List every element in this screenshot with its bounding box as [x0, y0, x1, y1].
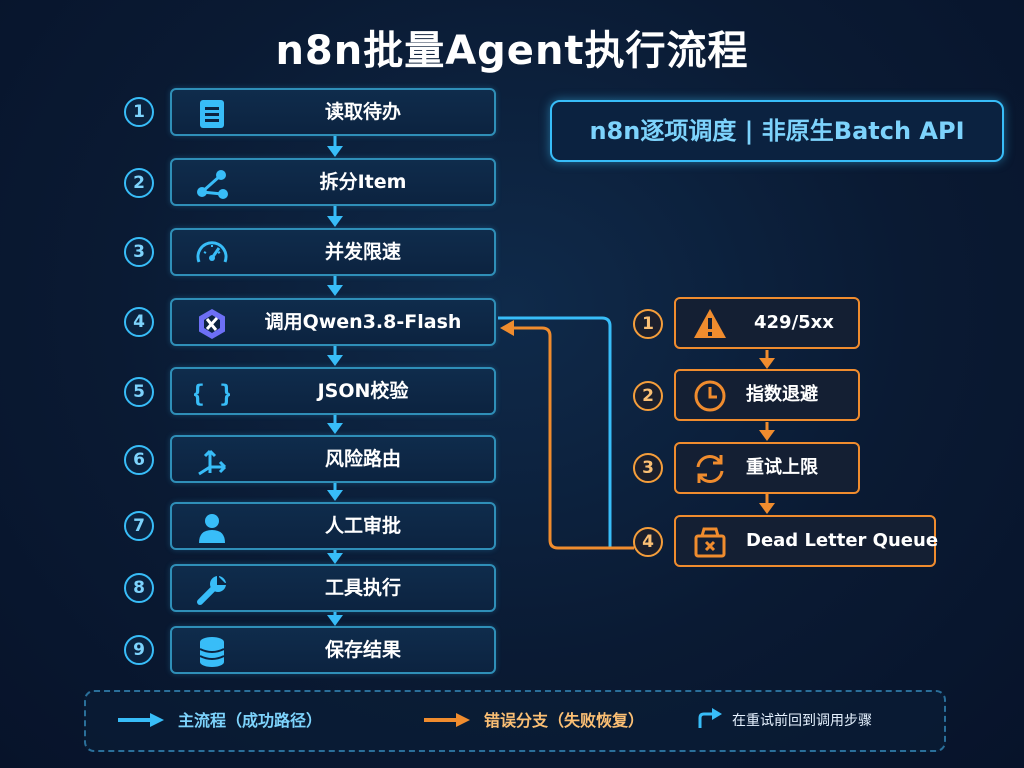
document-icon: [194, 96, 230, 132]
step-number: 1: [124, 97, 154, 127]
error-branch-line-orange: [512, 326, 634, 550]
split-icon: [194, 166, 230, 202]
legend-return-label: 在重试前回到调用步骤: [732, 713, 872, 729]
legend: 主流程（成功路径） 错误分支（失败恢复） 在重试前回到调用步骤: [84, 690, 946, 752]
retry-icon: [692, 451, 728, 487]
flow-step-label: 调用Qwen3.8-Flash: [264, 311, 462, 333]
error-step-dead-letter-queue[interactable]: Dead Letter Queue: [674, 515, 939, 567]
warning-icon: [692, 306, 728, 342]
step-number: 2: [124, 168, 154, 198]
error-connectors: [759, 350, 775, 514]
err-arrow-2-3: [759, 430, 775, 441]
route-icon: [194, 443, 230, 479]
error-branch-arrowhead: [500, 320, 514, 336]
step-number: 8: [124, 573, 154, 603]
error-step-number: 3: [633, 453, 663, 483]
err-arrow-1-2: [759, 358, 775, 369]
error-step-number: 1: [633, 309, 663, 339]
connector-arrow-3-4: [327, 285, 343, 296]
legend-error-label: 错误分支（失败恢复）: [484, 711, 645, 730]
page-title: n8n批量Agent执行流程: [275, 28, 749, 74]
error-step-label: 重试上限: [746, 457, 818, 478]
wrench-icon: [194, 572, 230, 608]
error-step-label: Dead Letter Queue: [746, 530, 939, 551]
connector-arrow-7-8: [327, 553, 343, 564]
connector-arrow-4-5: [327, 355, 343, 366]
flow-step-label: 拆分Item: [319, 171, 407, 193]
svg-text:{ }: { }: [194, 380, 230, 408]
badge-label: n8n逐项调度 | 非原生Batch API: [589, 117, 965, 145]
database-icon: [194, 634, 230, 670]
flow-step-split-item[interactable]: 拆分Item: [170, 158, 496, 206]
legend-main-arrow-icon: [118, 713, 164, 727]
connector-arrow-6-7: [327, 490, 343, 501]
error-step-label: 指数退避: [746, 384, 818, 405]
flow-step-tool-exec[interactable]: 工具执行: [170, 564, 496, 612]
flow-step-label: JSON校验: [317, 380, 409, 402]
step-number: 6: [124, 445, 154, 475]
connector-arrow-8-9: [327, 615, 343, 626]
flow-step-label: 保存结果: [324, 639, 401, 661]
user-icon: [194, 510, 230, 546]
connector-arrow-5-6: [327, 423, 343, 434]
step-number: 5: [124, 377, 154, 407]
flow-step-label: 风险路由: [324, 448, 401, 470]
flow-step-manual-approval[interactable]: 人工审批: [170, 502, 496, 550]
flow-step-json-validate[interactable]: { } JSON校验: [170, 367, 496, 415]
dead-letter-icon: [692, 524, 728, 560]
flow-step-rate-limit[interactable]: 并发限速: [170, 228, 496, 276]
flow-step-label: 读取待办: [324, 101, 401, 123]
clock-icon: [692, 378, 728, 414]
flow-step-risk-route[interactable]: 风险路由: [170, 435, 496, 483]
flow-step-save-result[interactable]: 保存结果: [170, 626, 496, 674]
scheduling-badge: n8n逐项调度 | 非原生Batch API: [550, 100, 1004, 162]
flow-step-label: 人工审批: [324, 515, 401, 537]
flow-step-label: 并发限速: [324, 241, 401, 263]
step-number: 9: [124, 635, 154, 665]
step-number: 4: [124, 307, 154, 337]
step-number: 3: [124, 237, 154, 267]
flow-step-read-todo[interactable]: 读取待办: [170, 88, 496, 136]
braces-icon: { }: [190, 375, 233, 411]
return-arrow-icon: [698, 708, 722, 728]
retry-return-line-blue: [498, 316, 634, 550]
step-number: 7: [124, 511, 154, 541]
legend-main-label: 主流程（成功路径）: [178, 711, 323, 730]
error-step-backoff[interactable]: 指数退避: [674, 369, 860, 421]
error-step-label: 429/5xx: [754, 312, 834, 333]
legend-error-arrow-icon: [424, 713, 470, 727]
error-step-http-error[interactable]: 429/5xx: [674, 297, 860, 349]
qwen-logo-icon: [194, 306, 230, 342]
flow-step-call-qwen[interactable]: 调用Qwen3.8-Flash: [170, 298, 496, 346]
error-step-number: 2: [633, 381, 663, 411]
connector-arrow-2-3: [327, 216, 343, 227]
connector-arrow-1-2: [327, 146, 343, 157]
flow-step-label: 工具执行: [324, 577, 401, 599]
error-step-retry-limit[interactable]: 重试上限: [674, 442, 860, 494]
error-step-number: 4: [633, 527, 663, 557]
gauge-icon: [194, 236, 230, 272]
err-arrow-3-4: [759, 503, 775, 514]
